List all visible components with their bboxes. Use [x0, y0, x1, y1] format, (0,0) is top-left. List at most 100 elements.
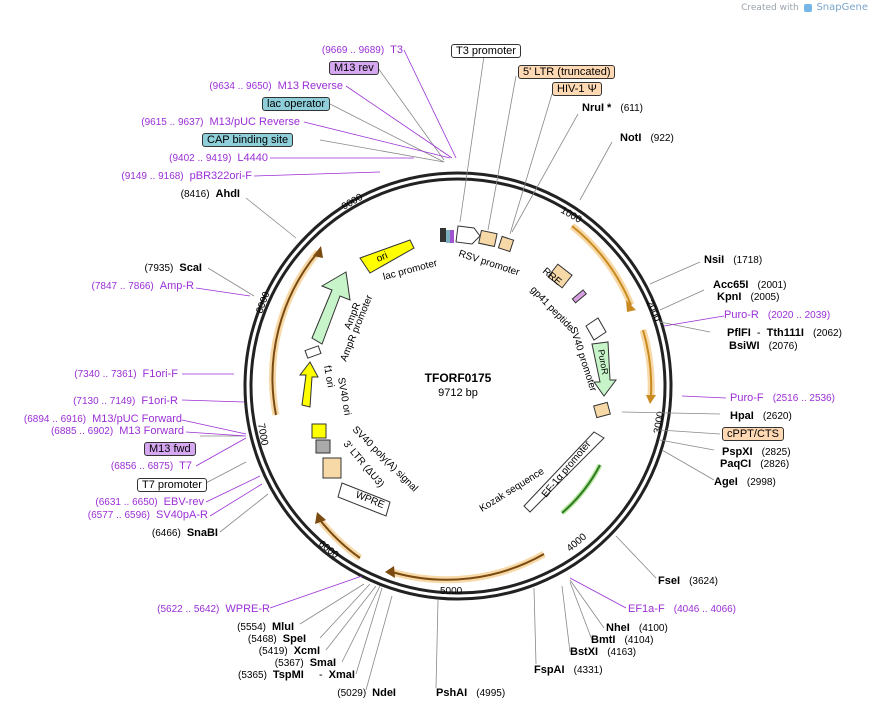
site-fspai[interactable]: FspAI (4331): [534, 664, 603, 676]
site-scai[interactable]: (7935) ScaI: [144, 262, 202, 274]
site-pshai[interactable]: PshAI (4995): [436, 687, 505, 699]
site-acc65i[interactable]: Acc65I (2001): [713, 279, 786, 291]
site-ahdi[interactable]: (8416)AhdI: [181, 188, 240, 200]
label-cppt[interactable]: cPPT/CTS: [722, 427, 784, 441]
primer-m13-forward-pos: (6885 .. 6902): [50, 426, 114, 437]
tag-lac-operator-text: lac operator: [267, 98, 326, 110]
site-paqci[interactable]: PaqCI (2826): [720, 458, 789, 470]
label-t3-promoter[interactable]: T3 promoter: [451, 44, 521, 58]
feature-kozak: [523, 431, 605, 513]
label-hiv1[interactable]: HIV-1 Ψ: [552, 82, 602, 96]
primer-f1ori-f[interactable]: (7340 .. 7361)F1ori-F: [74, 368, 178, 380]
site-hpai[interactable]: HpaI (2620): [730, 410, 792, 422]
primer-m13-reverse-name: M13 Reverse: [277, 80, 343, 92]
primer-l4440[interactable]: (9402 .. 9419)L4440: [169, 152, 268, 164]
site-pflfi[interactable]: PflFI - Tth111I (2062): [727, 327, 842, 339]
backbone-outer-ring: [243, 171, 673, 601]
primer-t7[interactable]: (6856 .. 6875)T7: [111, 460, 192, 472]
primer-puro-f[interactable]: Puro-F (2516 .. 2536): [730, 392, 835, 404]
site-nhei[interactable]: NheI (4100): [606, 622, 668, 634]
credit-prefix: Created with: [741, 3, 799, 13]
inner-label-kozak: Kozak sequence: [478, 466, 547, 515]
tag-lac-operator[interactable]: lac operator: [262, 97, 331, 111]
primer-amp-r[interactable]: (7847 .. 7866)Amp-R: [92, 280, 195, 292]
site-smai[interactable]: (5367)SmaI: [275, 657, 336, 669]
site-ndei[interactable]: (5029)NdeI: [337, 687, 396, 699]
site-spei[interactable]: (5468)SpeI: [248, 633, 306, 645]
primer-t3[interactable]: (9669 .. 9689)T3: [322, 44, 403, 56]
backbone-inner-ring: [249, 177, 667, 595]
primer-m13-puc-reverse[interactable]: (9615 .. 9637)M13/pUC Reverse: [141, 116, 300, 128]
site-fsei-name: FseI: [658, 575, 681, 587]
site-nsii[interactable]: NsiI (1718): [704, 254, 762, 266]
primer-f1ori-r[interactable]: (7130 .. 7149)F1ori-R: [73, 395, 178, 407]
site-snabi-pos: (6466): [151, 528, 181, 539]
primer-sv40pa-r[interactable]: (6577 .. 6596)SV40pA-R: [88, 509, 208, 521]
primer-puro-r[interactable]: Puro-R (2020 .. 2039): [724, 309, 830, 321]
site-acc65i-name: Acc65I: [713, 279, 749, 291]
site-ahdi-name: AhdI: [215, 188, 240, 200]
site-mlui-pos: (5554): [237, 622, 266, 633]
primer-m13-forward[interactable]: (6885 .. 6902)M13 Forward: [51, 425, 184, 437]
site-noti[interactable]: NotI (922): [620, 132, 674, 144]
feature-hiv1: [497, 235, 515, 253]
site-fsei[interactable]: FseI (3624): [658, 575, 718, 587]
primer-m13-reverse[interactable]: (9634 .. 9650)M13 Reverse: [209, 80, 343, 92]
primer-wpre-r-pos: (5622 .. 5642): [157, 604, 220, 615]
site-pshai-name: PshAI: [436, 687, 468, 699]
site-bmti-name: BmtI: [591, 634, 616, 646]
label-5ltr[interactable]: 5' LTR (truncated): [518, 65, 616, 79]
site-bmti-pos: (4104): [624, 635, 654, 646]
tag-t7-promoter[interactable]: T7 promoter: [137, 478, 207, 492]
tag-m13-fwd[interactable]: M13 fwd: [144, 442, 196, 456]
primer-pbr322ori-f-pos: (9149 .. 9168): [121, 171, 184, 182]
site-pspxi[interactable]: PspXI (2825): [722, 446, 791, 458]
site-nrui[interactable]: NruI * (611): [582, 102, 643, 114]
feature-arrowhead-cppt: [646, 395, 656, 404]
primer-m13-puc-forward-name: M13/pUC Forward: [92, 413, 182, 425]
primer-wpre-r[interactable]: (5622 .. 5642) WPRE-R: [157, 603, 270, 615]
primer-f1ori-r-name: F1ori-R: [141, 395, 178, 407]
site-bstxi[interactable]: BstXI (4163): [570, 646, 636, 658]
site-scai-name: ScaI: [179, 262, 202, 274]
site-nhei-pos: (4100): [638, 623, 668, 634]
primer-ef1a-f[interactable]: EF1a-F (4046 .. 4066): [628, 603, 736, 615]
site-bsiwi[interactable]: BsiWI (2076): [729, 340, 798, 352]
primer-t7-pos: (6856 .. 6875): [110, 461, 174, 472]
tag-cap-binding-site[interactable]: CAP binding site: [202, 133, 294, 147]
site-kpni[interactable]: KpnI (2005): [717, 291, 779, 303]
feature-puror-box: [591, 341, 617, 397]
feature-arc-ampr-outer-core: [271, 251, 319, 416]
primer-m13-puc-forward-pos: (6894 .. 6916): [23, 414, 87, 425]
tick-2000: 2000: [643, 299, 663, 324]
site-snabi[interactable]: (6466)SnaBI: [152, 527, 218, 539]
site-pflfi-name: PflFI: [727, 327, 751, 339]
site-bmti[interactable]: BmtI (4104): [591, 634, 653, 646]
site-smai-name: SmaI: [309, 657, 336, 669]
site-noti-pos: (922): [650, 133, 674, 144]
feature-arc-wpre: [391, 550, 546, 584]
site-ndei-pos: (5029): [337, 688, 367, 699]
site-agei[interactable]: AgeI (2998): [714, 476, 776, 488]
feature-ampr-promoter: [304, 345, 322, 359]
primer-ebv-rev[interactable]: (6631 .. 6650)EBV-rev: [95, 496, 204, 508]
primer-ef1a-f-pos: (4046 .. 4066): [673, 604, 737, 615]
tag-m13-rev[interactable]: M13 rev: [329, 61, 379, 75]
site-tspmi[interactable]: (5365)TspMI - XmaI: [238, 669, 355, 681]
primer-wpre-r-name: WPRE-R: [225, 603, 270, 615]
primer-pbr322ori-f[interactable]: (9149 .. 9168)pBR322ori-F: [121, 170, 252, 182]
primer-t3-name: T3: [390, 44, 403, 56]
snapgene-logo-icon: [803, 3, 812, 12]
feature-arrowhead-puror: [626, 300, 636, 312]
site-kpni-pos: (2005): [750, 292, 780, 303]
tick-5000: 5000: [440, 586, 463, 597]
site-scai-pos: (7935): [144, 263, 174, 274]
site-xcmi[interactable]: (5419)XcmI: [259, 645, 320, 657]
site-mlui[interactable]: (5554)MluI: [237, 621, 294, 633]
primer-l4440-name: L4440: [237, 152, 268, 164]
primer-lines: [181, 49, 727, 609]
primer-m13-puc-forward[interactable]: (6894 .. 6916) M13/pUC Forward: [24, 413, 182, 425]
site-xcmi-name: XcmI: [293, 645, 320, 657]
leader-lines-left: [200, 67, 445, 691]
feature-cppt-box: [593, 401, 611, 419]
